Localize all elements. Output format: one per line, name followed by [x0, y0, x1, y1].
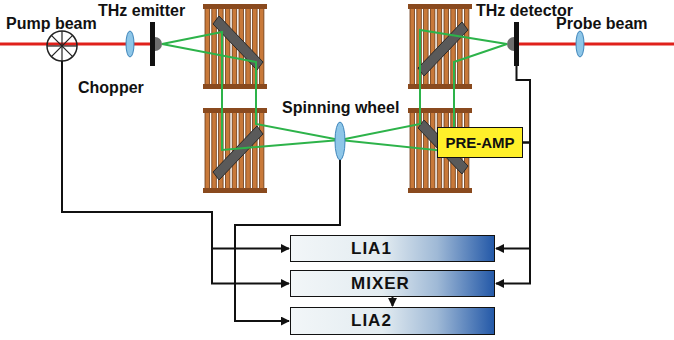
beam-label: Pump beam [6, 14, 97, 34]
coil-winding [225, 8, 230, 85]
amplifier-box: PRE-AMP [437, 127, 523, 158]
coil-winding [464, 8, 469, 85]
coil-winding [458, 8, 463, 85]
coil-winding [410, 112, 415, 189]
silicon-lens [155, 37, 162, 51]
emitter-antenna [150, 22, 155, 66]
focusing-lens [126, 31, 134, 57]
beam-label: Probe beam [556, 14, 648, 34]
component-label: Spinning wheel [282, 98, 399, 118]
mount-band [408, 188, 472, 193]
mount-band [203, 108, 267, 113]
mixer-box: MIXER [290, 270, 495, 297]
spinning-wheel [335, 122, 345, 160]
mirror-mount [408, 4, 472, 89]
mount-band [408, 108, 472, 113]
mount-band [408, 84, 472, 89]
coil-winding [259, 8, 264, 85]
lock-in-box: LIA1 [290, 235, 495, 262]
mount-band [203, 84, 267, 89]
mount-band [203, 4, 267, 9]
probe-beam-line [519, 43, 674, 46]
component-label: Chopper [78, 78, 144, 98]
reference-wire [62, 61, 530, 321]
box-text: LIA1 [351, 239, 392, 259]
mount-band [203, 188, 267, 193]
signal-wire [496, 143, 530, 284]
coil-winding [212, 8, 217, 85]
coil-winding [205, 112, 210, 189]
parabolic-mirror [213, 126, 263, 180]
mirror-mount [203, 4, 267, 89]
detector-antenna [514, 22, 519, 66]
box-text: PRE-AMP [445, 134, 514, 151]
mount-band [408, 4, 472, 9]
lock-in-box: LIA2 [290, 307, 495, 335]
coil-winding [212, 112, 217, 189]
focusing-lens [576, 31, 584, 57]
coil-winding [259, 112, 264, 189]
signal-wire [392, 297, 394, 306]
coil-winding [410, 8, 415, 85]
silicon-lens [507, 37, 514, 51]
signal-wire [496, 143, 530, 249]
mirror-mount [203, 108, 267, 193]
coil-winding [430, 8, 435, 85]
box-text: MIXER [351, 274, 410, 294]
chopper-wheel [47, 31, 77, 61]
component-label: THz emitter [98, 1, 185, 21]
coil-winding [205, 8, 210, 85]
box-text: LIA2 [351, 311, 392, 331]
